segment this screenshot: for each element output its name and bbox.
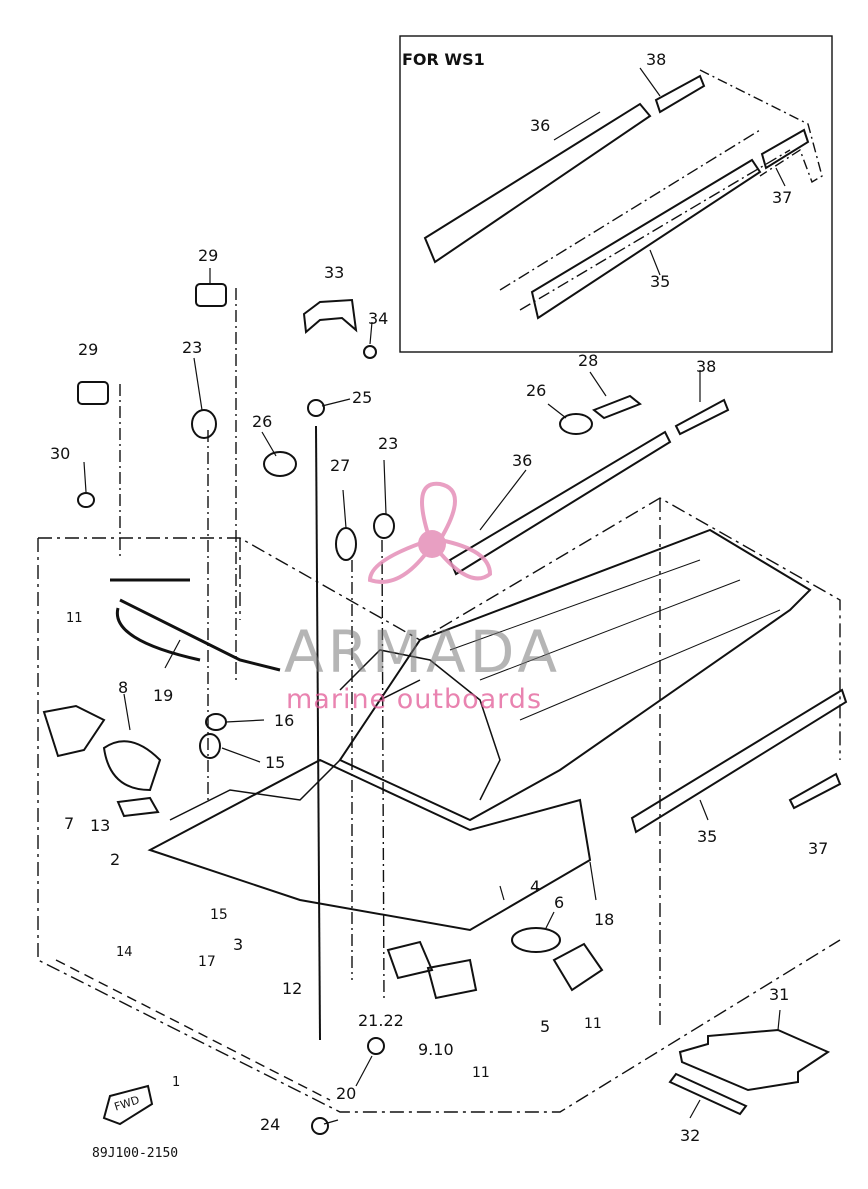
callout-9-10: 9.10 xyxy=(418,1040,454,1059)
callout-35: 35 xyxy=(697,827,718,846)
callout-16: 16 xyxy=(274,711,295,730)
inset-strip-35 xyxy=(530,158,762,320)
callout-38: 38 xyxy=(696,357,717,376)
callout-25: 25 xyxy=(352,388,373,407)
callout-19: 19 xyxy=(153,686,174,705)
inset-title: FOR WS1 xyxy=(402,50,485,69)
watermark-brand: ARMADA xyxy=(284,618,562,686)
inset-frame xyxy=(399,35,833,353)
bolt-25 xyxy=(307,399,325,417)
callout-23-left: 23 xyxy=(182,338,203,357)
part-23-left xyxy=(191,409,217,439)
callout-26-right: 26 xyxy=(526,381,547,400)
callout-11-left: 11 xyxy=(66,611,83,626)
callout-6: 6 xyxy=(554,893,565,912)
part-5 xyxy=(552,942,604,992)
part-30 xyxy=(77,492,95,508)
callout-38-inset: 38 xyxy=(646,50,667,69)
callout-36-inset: 36 xyxy=(530,116,551,135)
part-29-left xyxy=(77,381,109,405)
callout-17: 17 xyxy=(198,954,216,970)
callout-35-inset: 35 xyxy=(650,272,671,291)
watermark-tagline: marine outboards xyxy=(286,684,543,715)
part-8 xyxy=(102,740,162,792)
callout-2: 2 xyxy=(110,850,121,869)
frame-outline-dashed xyxy=(37,497,841,1113)
callout-18: 18 xyxy=(594,910,615,929)
callout-4: 4 xyxy=(530,877,541,896)
part-34 xyxy=(363,345,377,359)
diagram-code: 89J100-2150 xyxy=(92,1146,179,1161)
main-frame-body xyxy=(338,528,812,822)
callout-20: 20 xyxy=(336,1084,357,1103)
callout-29-top: 29 xyxy=(198,246,219,265)
callout-7: 7 xyxy=(64,814,75,833)
callout-5: 5 xyxy=(540,1017,551,1036)
part-9-10 xyxy=(426,958,478,1000)
rail-36 xyxy=(448,430,672,576)
callout-14: 14 xyxy=(116,945,133,960)
callout-36: 36 xyxy=(512,451,533,470)
callout-8: 8 xyxy=(118,678,129,697)
rail-37 xyxy=(788,772,842,810)
part-33 xyxy=(302,298,358,334)
inset-strip-37 xyxy=(760,128,810,170)
callout-11-right: 11 xyxy=(584,1016,602,1032)
callout-12: 12 xyxy=(282,979,303,998)
part-6 xyxy=(511,927,561,953)
callout-31: 31 xyxy=(769,985,790,1004)
callout-24: 24 xyxy=(260,1115,281,1134)
callout-30: 30 xyxy=(50,444,71,463)
callout-3: 3 xyxy=(233,935,244,954)
part-23-right xyxy=(373,513,395,539)
inset-strip-38 xyxy=(654,74,706,114)
rail-35 xyxy=(630,688,848,834)
part-15 xyxy=(199,733,221,759)
part-27 xyxy=(335,527,357,561)
part-13 xyxy=(116,796,160,818)
strip-32 xyxy=(668,1072,748,1116)
part-21-22 xyxy=(386,940,434,980)
propeller-logo-icon xyxy=(367,481,493,584)
callout-37-inset: 37 xyxy=(772,188,793,207)
callout-26-left: 26 xyxy=(252,412,273,431)
callout-23-right: 23 xyxy=(378,434,399,453)
callout-15-lower: 15 xyxy=(210,907,228,923)
callout-29-left: 29 xyxy=(78,340,99,359)
callout-34: 34 xyxy=(368,309,389,328)
fwd-arrow xyxy=(102,1084,154,1126)
callout-27: 27 xyxy=(330,456,351,475)
callout-11-bottom: 11 xyxy=(472,1065,490,1081)
part-26-left xyxy=(263,451,297,477)
callout-21-22: 21.22 xyxy=(358,1011,404,1030)
rail-38 xyxy=(674,398,730,436)
part-7 xyxy=(42,704,106,758)
callout-32: 32 xyxy=(680,1126,701,1145)
plate-31 xyxy=(678,1028,831,1092)
inset-strip-36 xyxy=(423,102,652,264)
part-29-top xyxy=(195,283,227,307)
callout-28: 28 xyxy=(578,351,599,370)
part-28 xyxy=(592,394,642,420)
part-24 xyxy=(311,1117,329,1135)
inset-hull-outline xyxy=(699,69,823,184)
callout-37: 37 xyxy=(808,839,829,858)
callout-15-upper: 15 xyxy=(265,753,286,772)
part-20 xyxy=(367,1037,385,1055)
part-26-right xyxy=(559,413,593,435)
callout-1: 1 xyxy=(172,1075,181,1090)
part-16 xyxy=(205,713,227,731)
callout-13: 13 xyxy=(90,816,111,835)
handlebar-19 xyxy=(110,578,281,672)
callout-33: 33 xyxy=(324,263,345,282)
